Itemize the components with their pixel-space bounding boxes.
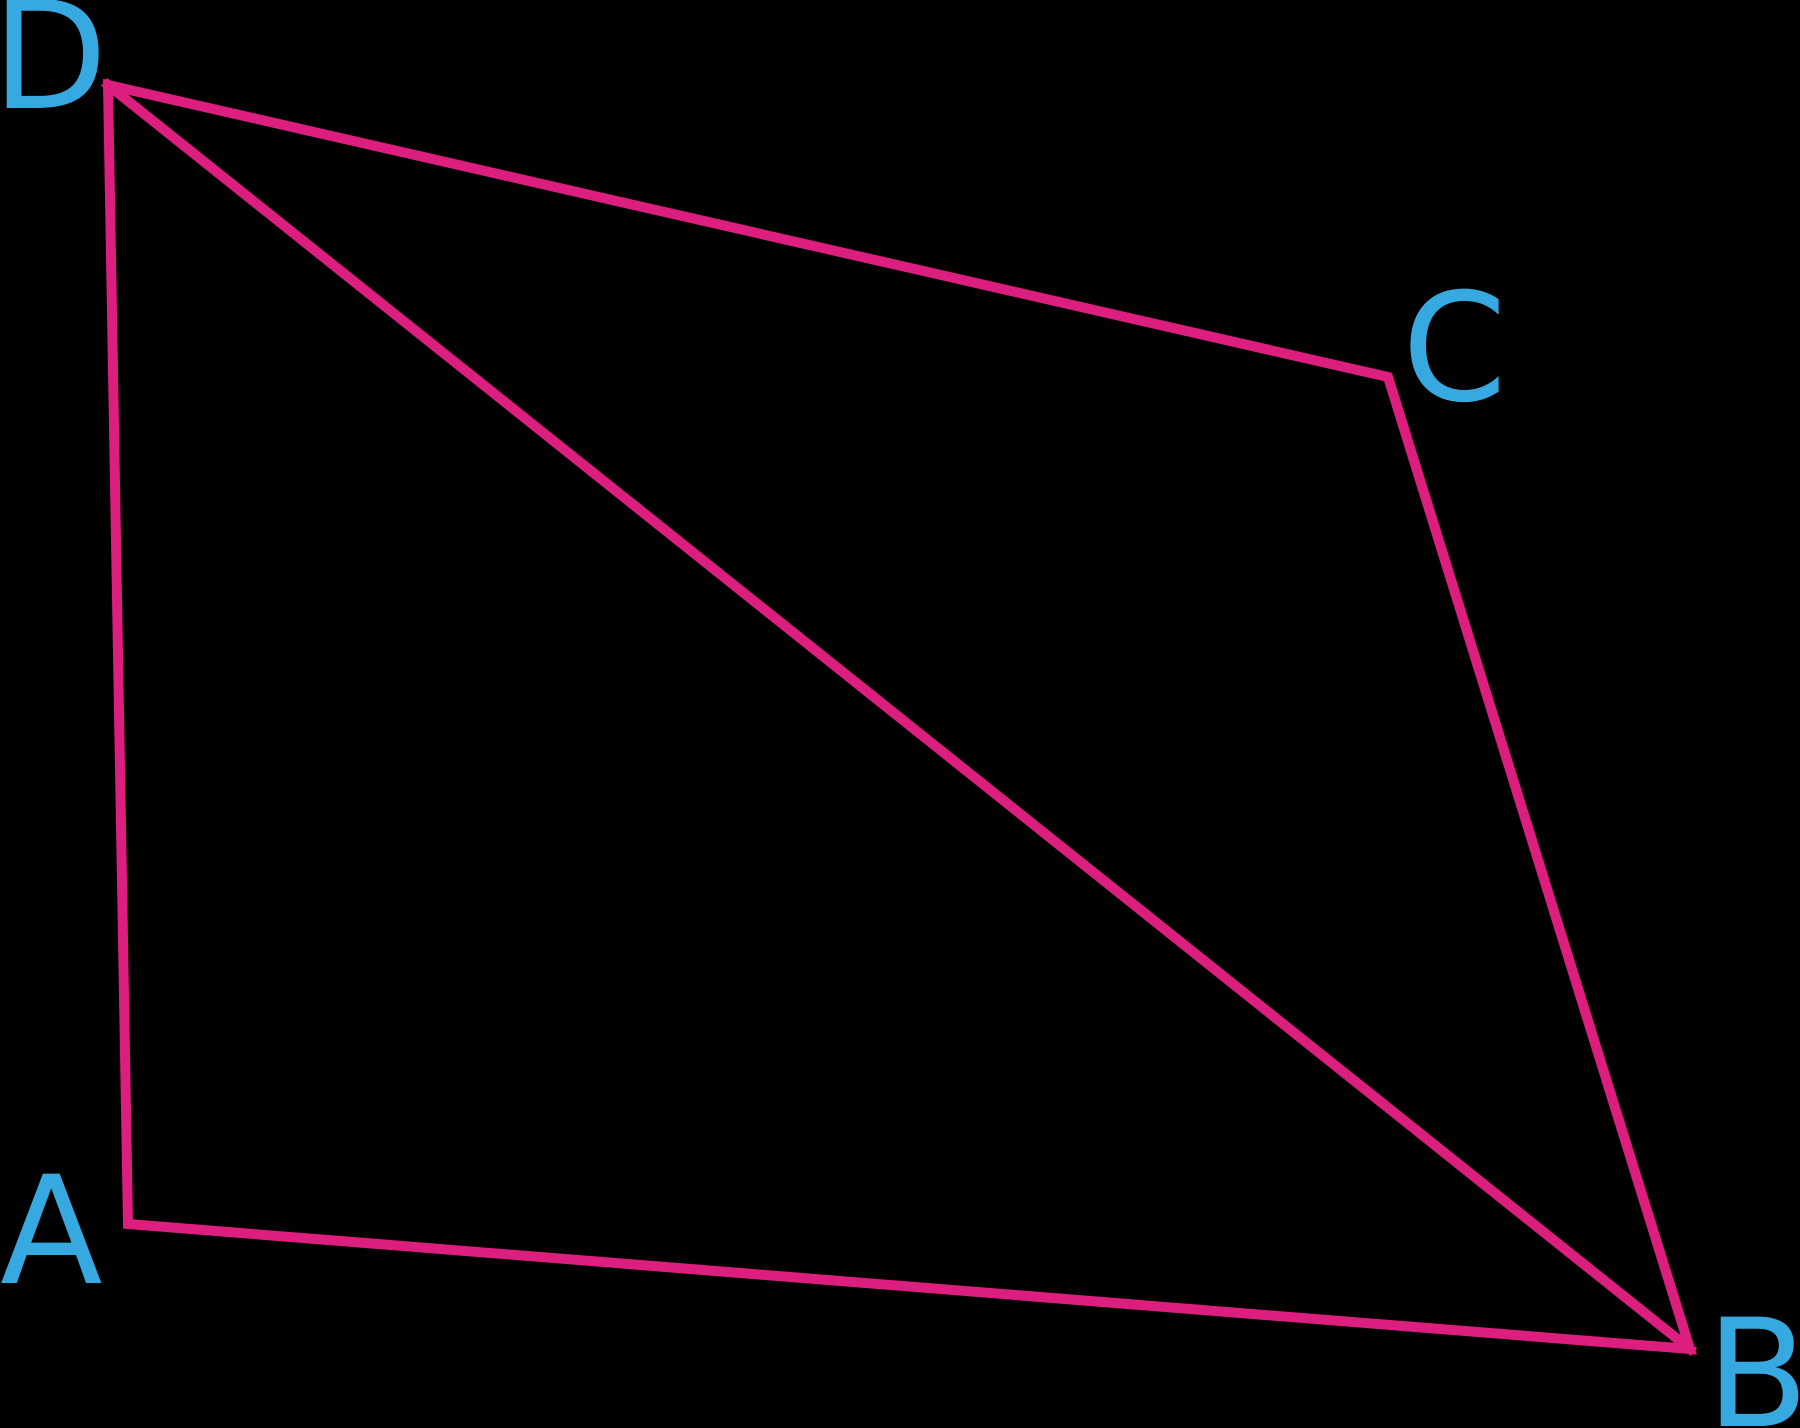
vertex-label-b: B [1706, 1288, 1800, 1428]
vertex-label-a: A [0, 1145, 103, 1319]
quadrilateral-abcd [102, 78, 1697, 1355]
diagonal-db [100, 77, 1698, 1357]
vertex-label-c: C [1402, 262, 1507, 436]
vertex-label-d: D [0, 0, 108, 144]
